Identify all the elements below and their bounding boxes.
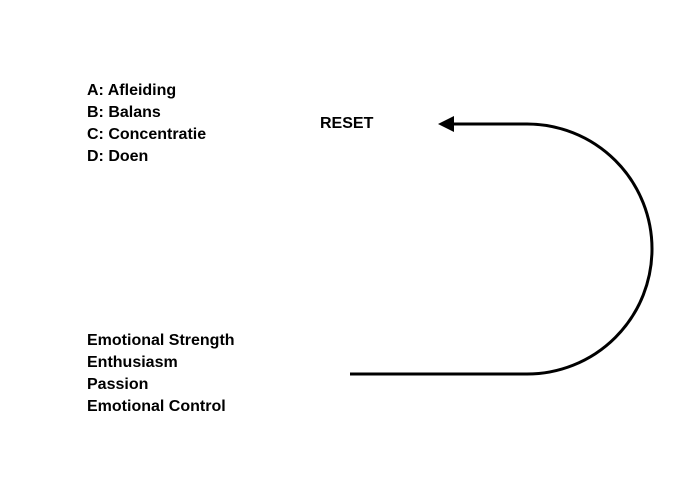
emotional-item-passion: Passion xyxy=(87,376,149,393)
abcd-list: A: Afleiding B: Balans C: Concentratie D… xyxy=(87,80,206,168)
abcd-item-b: B: Balans xyxy=(87,104,161,121)
emotional-list: Emotional Strength Enthusiasm Passion Em… xyxy=(87,330,235,418)
arrowhead-icon xyxy=(438,116,454,132)
emotional-item-control: Emotional Control xyxy=(87,398,226,415)
abcd-item-a: A: Afleiding xyxy=(87,82,177,99)
emotional-item-enthusiasm: Enthusiasm xyxy=(87,354,178,371)
abcd-item-c: C: Concentratie xyxy=(87,126,207,143)
emotional-item-strength: Emotional Strength xyxy=(87,332,235,349)
reset-label: RESET xyxy=(320,115,374,132)
return-arrow-path xyxy=(350,122,654,376)
abcd-item-d: D: Doen xyxy=(87,148,149,165)
